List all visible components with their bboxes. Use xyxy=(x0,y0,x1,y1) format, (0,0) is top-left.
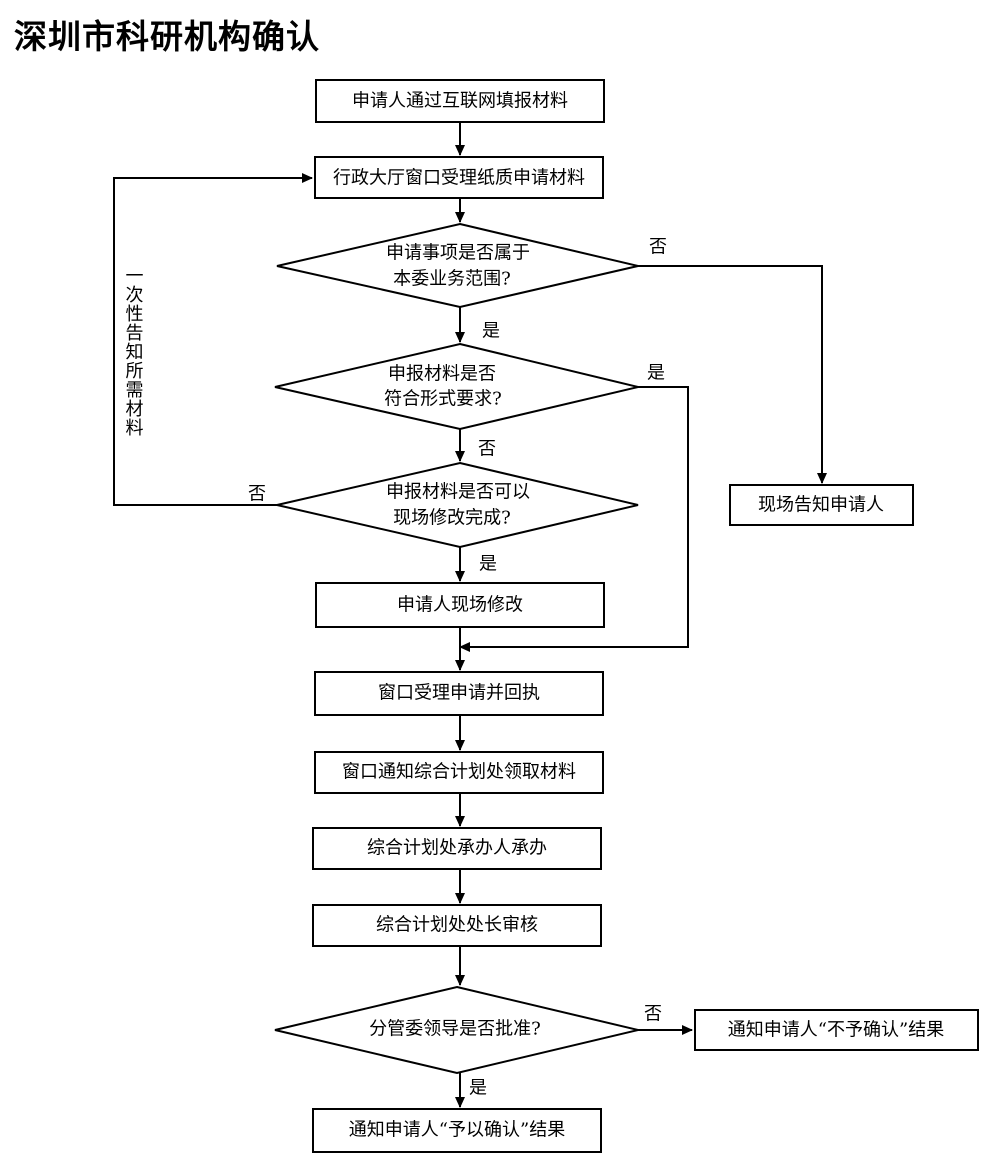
side-note-vertical: 一次性告知所需材料 xyxy=(123,266,144,437)
process-onsite-modify-label: 申请人现场修改 xyxy=(397,595,523,616)
process-apply-online-label: 申请人通过互联网填报材料 xyxy=(352,91,568,112)
decision-format-line2: 符合形式要求? xyxy=(384,389,502,410)
process-window-receipt: 窗口受理申请并回执 xyxy=(314,671,604,716)
process-window-accept-label: 行政大厅窗口受理纸质申请材料 xyxy=(333,168,585,189)
arrow-scope-no xyxy=(638,265,827,484)
process-planning-director: 综合计划处处长审核 xyxy=(312,904,602,947)
process-result-reject-label: 通知申请人“不予确认”结果 xyxy=(728,1020,944,1041)
decision-format: 申报材料是否 符合形式要求? xyxy=(274,342,639,431)
process-planning-director-label: 综合计划处处长审核 xyxy=(376,915,538,936)
process-result-confirm: 通知申请人“予以确认”结果 xyxy=(312,1108,602,1153)
process-apply-online: 申请人通过互联网填报材料 xyxy=(315,79,605,123)
process-planning-handler-label: 综合计划处承办人承办 xyxy=(367,838,547,859)
process-window-accept: 行政大厅窗口受理纸质申请材料 xyxy=(314,156,604,199)
label-scope-no: 否 xyxy=(649,237,667,258)
decision-modify: 申报材料是否可以 现场修改完成? xyxy=(276,461,639,549)
page-title: 深圳市科研机构确认 xyxy=(14,17,320,56)
decision-modify-line2: 现场修改完成? xyxy=(393,508,511,529)
process-planning-handler: 综合计划处承办人承办 xyxy=(312,827,602,870)
process-result-confirm-label: 通知申请人“予以确认”结果 xyxy=(349,1120,565,1141)
process-window-receipt-label: 窗口受理申请并回执 xyxy=(378,683,540,704)
decision-scope-line2: 本委业务范围? xyxy=(393,269,511,290)
arrow-modify-no-loop xyxy=(113,173,313,506)
decision-leader: 分管委领导是否批准? xyxy=(274,985,639,1075)
decision-scope: 申请事项是否属于 本委业务范围? xyxy=(276,222,639,309)
label-modify-yes: 是 xyxy=(479,554,497,575)
process-notify-planning: 窗口通知综合计划处领取材料 xyxy=(314,751,604,794)
label-leader-no: 否 xyxy=(644,1004,662,1025)
decision-leader-label: 分管委领导是否批准? xyxy=(369,1019,541,1040)
process-result-reject: 通知申请人“不予确认”结果 xyxy=(694,1009,979,1051)
decision-modify-line1: 申报材料是否可以 xyxy=(386,482,530,503)
label-format-yes: 是 xyxy=(647,363,665,384)
process-notify-planning-label: 窗口通知综合计划处领取材料 xyxy=(342,762,576,783)
arrow-format-yes xyxy=(459,386,689,652)
decision-format-line1: 申报材料是否 xyxy=(388,364,496,385)
process-onsite-modify: 申请人现场修改 xyxy=(315,582,605,628)
label-format-no: 否 xyxy=(478,439,496,460)
label-scope-yes: 是 xyxy=(482,321,500,342)
label-leader-yes: 是 xyxy=(469,1078,487,1099)
decision-scope-line1: 申请事项是否属于 xyxy=(386,243,530,264)
process-notify-onsite: 现场告知申请人 xyxy=(729,484,914,526)
label-modify-no: 否 xyxy=(248,484,266,505)
connectors xyxy=(113,122,827,1108)
process-notify-onsite-label: 现场告知申请人 xyxy=(758,495,884,516)
